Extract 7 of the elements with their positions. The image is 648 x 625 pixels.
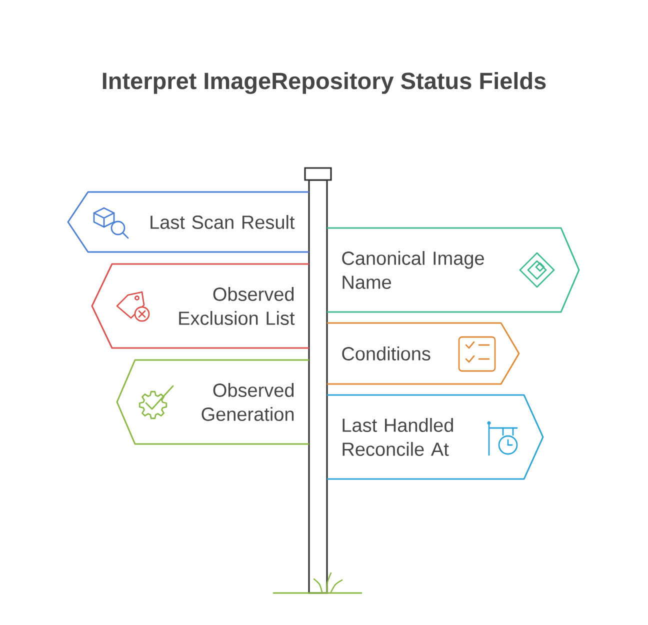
- signpost-board: Observed Exclusion List: [91, 263, 309, 349]
- signpost-board: Conditions: [327, 322, 520, 385]
- signpost-board: Canonical Image Name: [327, 227, 580, 313]
- signpost-board: Observed Generation: [116, 359, 309, 445]
- title: Interpret ImageRepository Status Fields: [102, 72, 546, 94]
- signpost-board: Last Handled Reconcile At: [327, 394, 544, 480]
- signpost-board: Last Scan Result: [67, 191, 309, 253]
